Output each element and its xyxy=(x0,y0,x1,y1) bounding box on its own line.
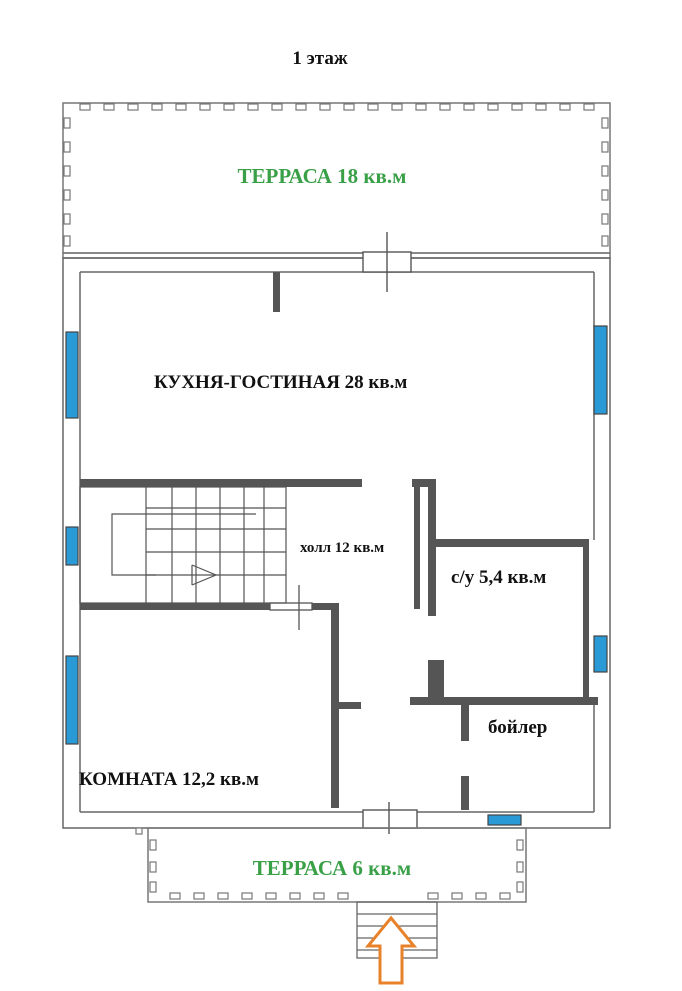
window-left-room xyxy=(65,655,79,745)
terrace-bottom-railing xyxy=(135,827,524,900)
internal-walls xyxy=(80,272,598,810)
door-bottom xyxy=(362,802,418,834)
window-right-bathroom xyxy=(593,635,608,673)
plan-title: 1 этаж xyxy=(292,48,348,69)
door-top xyxy=(362,232,412,292)
terrace-top-railing xyxy=(63,103,609,247)
windows xyxy=(65,325,608,826)
terrace-bottom xyxy=(147,827,527,903)
bathroom-label: с/у 5,4 кв.м xyxy=(451,567,546,588)
terrace-bottom-label: ТЕРРАСА 6 кв.м xyxy=(253,856,411,880)
terrace-top-label: ТЕРРАСА 18 кв.м xyxy=(238,164,407,188)
window-bottom-boiler xyxy=(487,814,522,826)
boiler-label: бойлер xyxy=(488,717,547,738)
door-room xyxy=(269,585,313,630)
entrance-arrow-icon xyxy=(364,915,418,985)
window-left-kitchen xyxy=(65,331,79,419)
window-right-kitchen xyxy=(593,325,608,415)
window-left-stairs xyxy=(65,526,79,566)
kitchen-living-label: КУХНЯ-ГОСТИНАЯ 28 кв.м xyxy=(154,372,407,393)
room-label: КОМНАТА 12,2 кв.м xyxy=(79,769,259,790)
hall-label: холл 12 кв.м xyxy=(300,540,384,556)
staircase xyxy=(79,486,287,604)
